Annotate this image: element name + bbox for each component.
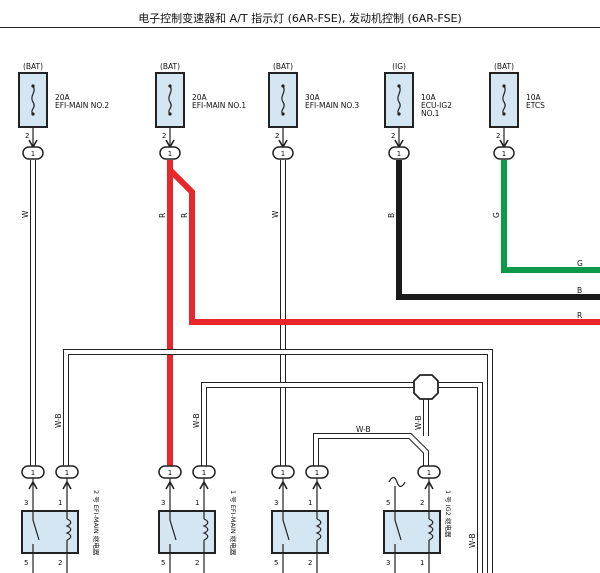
fuse-etcs: (BAT) 10A ETCS 2 1 [489,62,545,160]
wire-label-g: G [492,212,501,218]
header-divider [0,27,600,28]
wire-label-w-3: W [271,210,280,218]
wire-label-b-horizontal: B [577,286,582,295]
fuse-icon [168,85,172,115]
relay-pin: 2 [308,559,312,567]
wire-label-g-horizontal: G [577,259,583,268]
relay-switch-icon [282,511,290,553]
fuse-name: EFI-MAIN NO.1 [192,101,246,110]
relay-label: 2 号 EFI-MAIN 继电器 [92,490,101,556]
relay-pin: 1 [308,499,312,507]
fuse-icon [502,85,506,115]
wire-black [396,160,600,300]
connector-number: 1 [168,469,172,477]
connector-number: 1 [65,469,69,477]
fuse-efi-main-no1: (BAT) 20A EFI-MAIN NO.1 2 1 [155,62,246,160]
page-title: 电子控制变速器和 A/T 指示灯 (6AR-FSE), 发动机控制 (6AR-F… [138,12,462,25]
relay-pin: 1 [195,499,199,507]
wire-label-w-b-4: W-B [414,415,423,430]
fuse-pin: 2 [496,132,500,140]
fuse-name: EFI-MAIN NO.2 [55,101,109,110]
fuse-rating: 10A [421,93,437,102]
relay-ig2-no1: 1 5 2 3 1 1 号 IG2 继电器 [383,465,453,573]
relay-pin: 5 [161,559,165,567]
fuse-efi-main-no3: (BAT) 30A EFI-MAIN NO.3 2 1 [268,62,359,160]
fuse-pin: 2 [275,132,279,140]
relay-pin: 1 [420,559,424,567]
wire-label-w-b-5: W-B [468,533,477,548]
connector-number: 1 [281,469,285,477]
relay-pin: 1 [58,499,62,507]
fuse-name-line-2: NO.1 [421,109,440,118]
relay-pin: 5 [24,559,28,567]
fuse-name: EFI-MAIN NO.3 [305,101,359,110]
wire-label-w-b-3: W-B [356,425,371,434]
ground-junction-icon [413,374,439,400]
fuse-pin: 2 [162,132,166,140]
relay-coil-icon [427,511,434,553]
relay-label: 1 号 IG2 继电器 [444,490,453,538]
relay-pin: 2 [420,499,424,507]
fuse-source-label: (BAT) [273,62,293,71]
relay-efi-main-no2: 1 1 3 1 5 2 2 号 EFI-MAIN 继电器 [21,465,101,573]
fuse-name: ECU-IG2 [421,101,452,110]
wire-label-b: B [387,213,396,218]
relay-label: 1 号 EFI-MAIN 继电器 [229,490,238,556]
wire-red [167,160,600,470]
fuse-rating: 20A [55,93,71,102]
relay-pin: 3 [24,499,28,507]
fuse-source-label: (IG) [392,62,406,71]
connector-number: 1 [31,469,35,477]
connector-number: 1 [281,150,285,158]
relay-coil-icon [65,511,72,553]
wire-label-r-a: R [158,213,167,218]
fuse-rating: 10A [526,93,542,102]
connector-number: 1 [397,150,401,158]
relay-pin: 2 [58,559,62,567]
fuse-pin: 2 [25,132,29,140]
relay-pin: 3 [274,499,278,507]
fuse-source-label: (BAT) [23,62,43,71]
fuse-source-label: (BAT) [494,62,514,71]
relay-pin: 3 [386,559,390,567]
wire-label-w-b-1: W-B [54,413,63,428]
relay-coil-icon [202,511,209,553]
relay-pin: 3 [161,499,165,507]
wire-green [501,160,600,273]
relay-pin: 2 [195,559,199,567]
fuse-name: ETCS [526,101,545,110]
fuse-source-label: (BAT) [160,62,180,71]
connector-number: 1 [31,150,35,158]
relay-pin: 5 [274,559,278,567]
wave-break-icon [388,476,406,488]
relay-pin: 5 [386,499,390,507]
relay-coil-icon [315,511,322,553]
fuse-rating: 30A [305,93,321,102]
relay-switch-icon [394,511,402,553]
fuse-icon [397,85,401,115]
connector-number: 1 [427,469,431,477]
fuse-rating: 20A [192,93,208,102]
fuse-icon [31,85,35,115]
connector-number: 1 [315,469,319,477]
relay-efi-main-no3: 1 1 3 1 5 2 [271,465,329,573]
fuse-ecu-ig2-no1: (IG) 10A ECU-IG2 NO.1 2 1 [384,62,452,160]
relay-switch-icon [32,511,40,553]
fuse-icon [281,85,285,115]
fuse-efi-main-no2: (BAT) 20A EFI-MAIN NO.2 2 1 [18,62,109,160]
fuse-pin: 2 [391,132,395,140]
connector-number: 1 [168,150,172,158]
relay-efi-main-no1: 1 1 3 1 5 2 1 号 EFI-MAIN 继电器 [158,465,238,573]
connector-number: 1 [202,469,206,477]
wire-label-w: W [21,210,30,218]
connector-number: 1 [502,150,506,158]
wire-w-b-bus [63,349,493,573]
wire-label-r-b: R [180,213,189,218]
wire-label-w-b-2: W-B [192,413,201,428]
relay-switch-icon [169,511,177,553]
wire-label-r-horizontal: R [577,311,582,320]
